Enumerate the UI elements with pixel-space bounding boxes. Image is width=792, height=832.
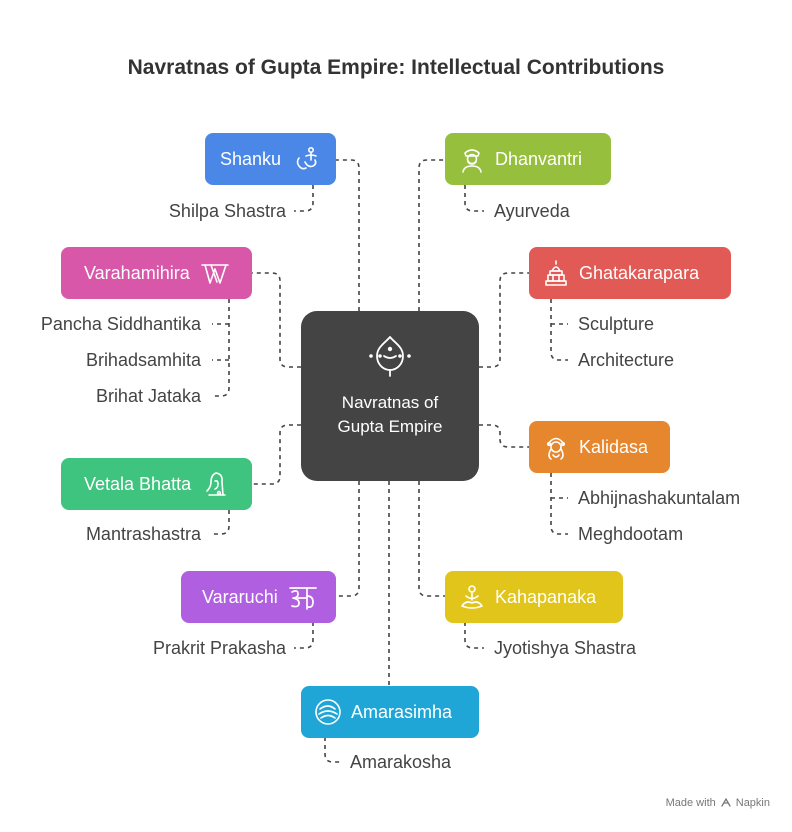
node-label-ghatakarapara: Ghatakarapara xyxy=(579,262,700,283)
connector-shanku xyxy=(336,159,360,311)
lotus-icon xyxy=(369,336,411,377)
connector-ghatakarapara xyxy=(479,272,529,368)
sub-label: Architecture xyxy=(578,350,675,370)
connector-dhanvantri xyxy=(418,159,445,311)
sub-label: Ayurveda xyxy=(494,201,570,221)
connector-vetala xyxy=(252,424,301,485)
node-label-vetala-bhatta: Vetala Bhatta xyxy=(84,473,192,494)
hub-label: Navratnas of Gupta Empire xyxy=(337,393,443,436)
connector-vararuchi xyxy=(336,481,360,597)
mantra-icon xyxy=(201,469,231,499)
sub-connector-dhanvantri xyxy=(464,185,484,212)
sub-label: Jyotishya Shastra xyxy=(494,638,637,658)
hub-node: Navratnas of Gupta Empire xyxy=(301,311,479,481)
node-label-vararuchi: Vararuchi xyxy=(202,586,278,607)
node-label-shanku: Shanku xyxy=(220,148,282,169)
sub-label: Pancha Siddhantika xyxy=(40,314,201,334)
sub-label: Shilpa Shastra xyxy=(168,201,286,221)
node-label-kalidasa: Kalidasa xyxy=(579,436,649,457)
sub-connector-kahapanaka xyxy=(464,622,484,649)
sub-label: Sculpture xyxy=(578,314,655,334)
sub-label: Meghdootam xyxy=(578,524,684,544)
sub-connector-amarasimha xyxy=(324,737,342,763)
made-with-credit[interactable]: Made with Napkin xyxy=(666,797,770,809)
temple-icon xyxy=(541,258,571,288)
devanagari-a-icon xyxy=(288,582,318,612)
sub-label: Brihat Jataka xyxy=(95,386,201,406)
sub-label: Amarakosha xyxy=(350,752,452,772)
sub-label: Brihadsamhita xyxy=(85,350,201,370)
connector-kahapanaka xyxy=(418,481,445,597)
sub-connector-kalidasa xyxy=(550,473,568,535)
node-label-dhanvantri: Dhanvantri xyxy=(495,148,583,169)
sub-connector-vararuchi xyxy=(294,622,314,649)
physician-icon xyxy=(457,144,487,174)
node-vararuchi[interactable]: Vararuchi xyxy=(181,571,336,623)
dancer-icon xyxy=(291,144,321,174)
node-label-kahapanaka: Kahapanaka xyxy=(495,586,597,607)
sub-label: Mantrashastra xyxy=(85,524,201,544)
node-kalidasa[interactable]: Kalidasa xyxy=(529,421,670,473)
page-title: Navratnas of Gupta Empire: Intellectual … xyxy=(127,56,665,79)
node-varahamihira[interactable]: Varahamihira xyxy=(61,247,252,299)
script-w-icon xyxy=(200,258,230,288)
node-shanku[interactable]: Shanku xyxy=(205,133,336,185)
node-label-amarasimha: Amarasimha xyxy=(351,701,453,722)
sub-connector-vetala xyxy=(212,510,230,535)
sub-connector-varahamihira xyxy=(212,299,230,397)
meditation-icon xyxy=(457,582,487,612)
node-amarasimha[interactable]: Amarasimha xyxy=(301,686,479,738)
sub-label: Prakrit Prakasha xyxy=(152,638,286,658)
node-kahapanaka[interactable]: Kahapanaka xyxy=(445,571,623,623)
node-label-varahamihira: Varahamihira xyxy=(84,262,190,283)
poet-icon xyxy=(541,432,571,462)
node-vetala-bhatta[interactable]: Vetala Bhatta xyxy=(61,458,252,510)
credit-brand: Napkin xyxy=(735,797,770,809)
napkin-logo-icon xyxy=(721,797,731,807)
sub-label: Abhijnashakuntalam xyxy=(578,488,741,508)
connector-kalidasa xyxy=(479,424,529,448)
sub-connector-shanku xyxy=(294,185,314,212)
connector-varahamihira xyxy=(252,272,301,368)
credit-text: Made with xyxy=(665,797,716,809)
node-dhanvantri[interactable]: Dhanvantri xyxy=(445,133,611,185)
swirl-icon xyxy=(313,697,343,727)
node-ghatakarapara[interactable]: Ghatakarapara xyxy=(529,247,731,299)
sub-connector-ghatakarapara xyxy=(550,299,568,361)
